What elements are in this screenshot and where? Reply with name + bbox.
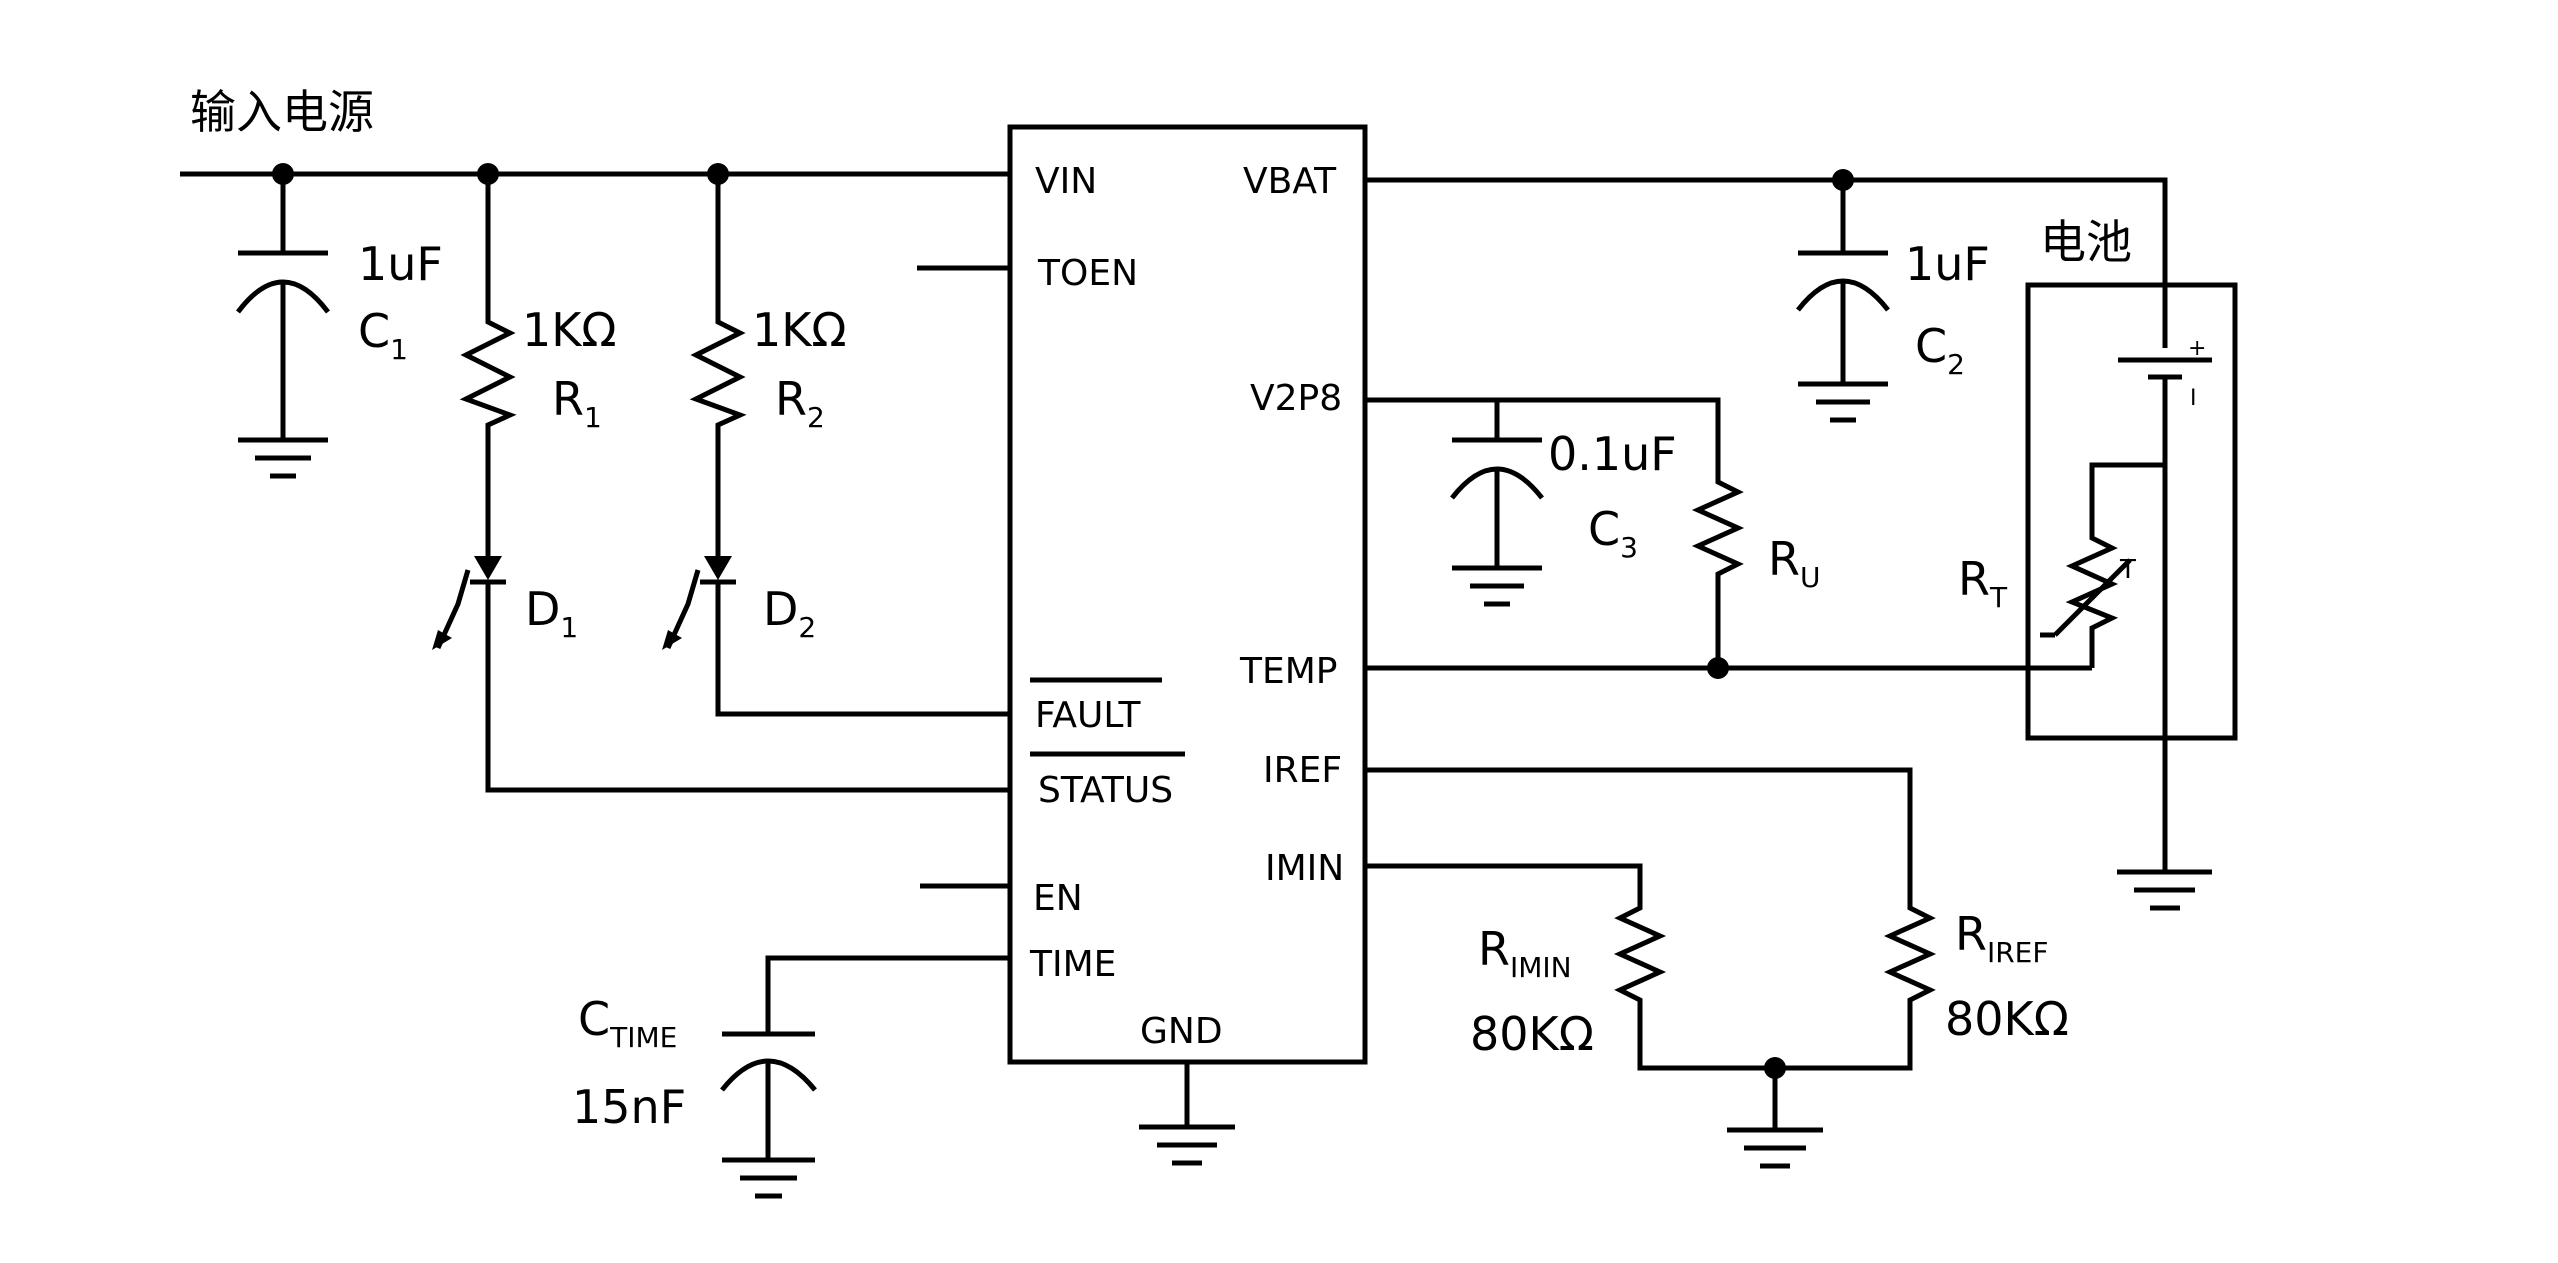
pin-en: EN [1033,878,1083,919]
rimin-ref: RIMIN [1478,922,1572,984]
c3-value: 0.1uF [1548,427,1677,481]
capacitor-ctime: CTIME 15nF [572,955,1010,1199]
riref-ref: RIREF [1955,907,2048,969]
pin-toen: TOEN [1037,253,1138,294]
capacitor-c3: 0.1uF C3 [1450,400,1677,607]
battery-plus: + [2188,336,2206,361]
pin-fault: FAULT [1035,695,1141,736]
battery-pack: 电池 + I T [2025,215,2238,872]
iref-imin-network [1365,767,1937,1071]
vbat-rail [1365,177,2168,348]
thermistor-mark: T [2119,555,2136,585]
r1-value: 1KΩ [522,303,617,357]
r2-value: 1KΩ [752,303,847,357]
c2-value: 1uF [1905,237,1990,291]
charger-ic: VIN TOEN FAULT STATUS EN TIME VBAT V2P8 … [1007,124,1368,1065]
battery-label: 电池 [2040,215,2132,269]
ru-ref: RU [1768,532,1820,594]
pin-iref: IREF [1263,750,1342,791]
ic-ground [1139,1062,1235,1166]
pin-time: TIME [1029,944,1116,985]
c1-ref: C1 [358,304,408,366]
junction-temp [1707,657,1729,679]
pin-vbat: VBAT [1243,161,1337,202]
r1-ref: R1 [552,372,602,434]
battery-cell [2118,357,2212,380]
rt-ref: RT [1958,552,2008,614]
pin-vin: VIN [1035,161,1097,202]
battery-ground [2117,869,2212,911]
r2-ref: R2 [775,372,825,434]
led-d1: D1 [432,556,1010,793]
capacitor-c2: 1uF C2 [1796,180,1990,423]
led-d2: D2 [662,556,1010,717]
ru-wire [1365,397,1745,668]
resistor-r2: 1KΩ R2 [689,174,847,568]
ctime-ref: CTIME [578,992,677,1054]
ctime-value: 15nF [572,1080,686,1134]
resistor-ground [1727,1068,1823,1169]
pin-temp: TEMP [1239,651,1338,692]
pin-imin: IMIN [1265,848,1344,889]
capacitor-c1: 1uF C1 [236,174,443,479]
input-supply-label: 输入电源 [190,85,374,139]
thermistor-rt [2065,462,2165,668]
riref-value: 80KΩ [1945,992,2069,1046]
d2-ref: D2 [763,582,816,644]
resistor-r1: 1KΩ R1 [459,174,617,568]
c2-ref: C2 [1915,319,1965,381]
pin-status: STATUS [1038,770,1173,811]
pin-v2p8: V2P8 [1250,378,1342,419]
d1-ref: D1 [525,582,578,644]
pin-gnd: GND [1140,1011,1223,1052]
battery-minus: I [2190,386,2197,411]
rimin-value: 80KΩ [1470,1007,1594,1061]
thermistor-slash [2053,558,2132,637]
c1-value: 1uF [358,237,443,291]
c3-ref: C3 [1588,502,1638,564]
